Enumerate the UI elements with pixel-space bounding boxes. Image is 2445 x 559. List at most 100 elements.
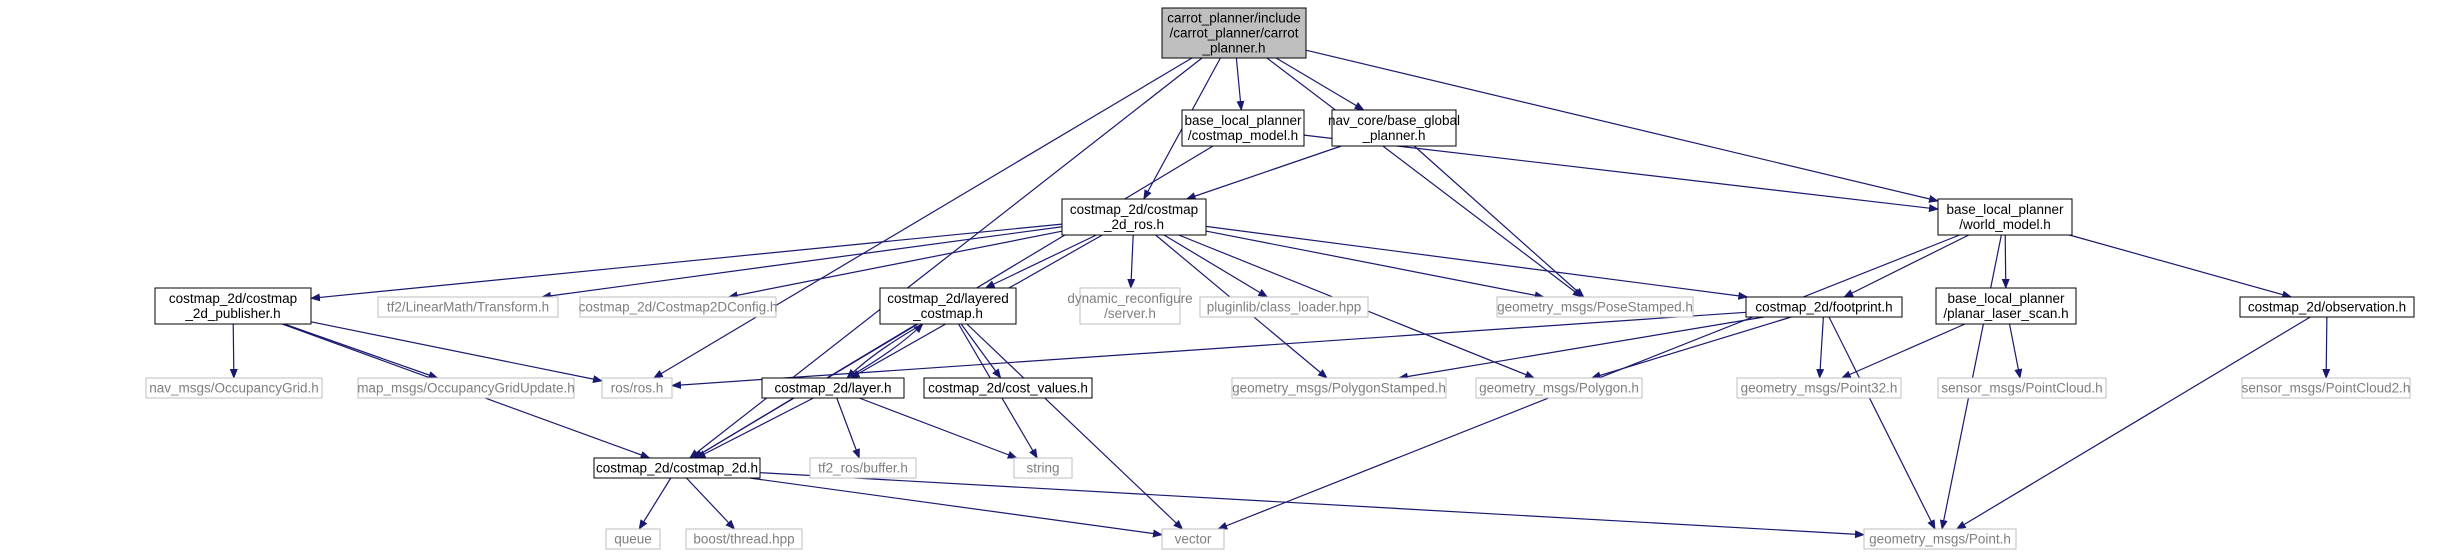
node-box [377, 296, 559, 318]
node-label: sensor_msgs/PointCloud2.h [2242, 381, 2411, 396]
node-planar-laser-scan[interactable]: base_local_planner/planar_laser_scan.h [1935, 287, 2077, 325]
node-label: carrot_planner/include [1167, 11, 1301, 26]
node-label: boost/thread.hpp [693, 532, 794, 547]
node-label: costmap_2d/footprint.h [1755, 300, 1892, 315]
edge-costmap_2d_publisher-to-occupancy_grid [229, 323, 238, 379]
node-queue: queue [605, 528, 661, 550]
node-tf2-buffer: tf2_ros/buffer.h [809, 457, 917, 479]
node-label: nav_core/base_global [1328, 113, 1460, 128]
edge-root-to-ros_h [652, 57, 1193, 379]
node-point: geometry_msgs/Point.h [1863, 528, 2017, 550]
node-label: base_local_planner [1184, 113, 1302, 128]
node-label: costmap_2d/Costmap2DConfig.h [579, 300, 778, 315]
node-box [1736, 377, 1902, 399]
edge-root-to-costmap_2d [689, 57, 1203, 459]
node-box [593, 457, 761, 479]
edge-blp_world_model-to-planar_laser_scan [2001, 234, 2010, 289]
node-label: ros/ros.h [611, 381, 664, 396]
edge-costmap_2d_publisher-to-occupancy_grid_update [283, 323, 439, 379]
node-layer[interactable]: costmap_2d/layer.h [761, 377, 905, 399]
node-box [1331, 109, 1457, 147]
node-string: string [1013, 457, 1073, 479]
node-root[interactable]: carrot_planner/include/carrot_planner/ca… [1161, 7, 1307, 59]
node-label: geometry_msgs/Polygon.h [1479, 381, 1639, 396]
node-costmap-2d-publisher[interactable]: costmap_2d/costmap_2d_publisher.h [154, 287, 312, 325]
node-observation[interactable]: costmap_2d/observation.h [2239, 296, 2415, 318]
edge-nav_core_bgp-to-pose_stamped [1413, 145, 1585, 298]
node-label: _planner.h [1201, 41, 1265, 56]
edge-nav_core_bgp-to-costmap_2d_ros [1185, 145, 1342, 200]
node-box [1496, 296, 1694, 318]
node-label: /costmap_model.h [1188, 128, 1298, 143]
node-label: costmap_2d/costmap_2d.h [596, 461, 758, 476]
edge-costmap_2d-to-point [759, 472, 1865, 539]
node-label: costmap_2d/layered [887, 291, 1009, 306]
node-box [154, 287, 312, 325]
node-point-cloud: sensor_msgs/PointCloud.h [1937, 377, 2107, 399]
node-label: geometry_msgs/Point.h [1869, 532, 2011, 547]
node-label: sensor_msgs/PointCloud.h [1941, 381, 2102, 396]
node-label: costmap_2d/layer.h [774, 381, 891, 396]
edge-blp_world_model-to-observation [2069, 234, 2293, 299]
node-box [579, 296, 777, 318]
edge-costmap_2d-to-queue [638, 477, 672, 530]
node-occupancy-grid-update: map_msgs/OccupancyGridUpdate.h [357, 377, 575, 399]
edge-layered_costmap-to-layer [846, 323, 924, 379]
edge-layer-to-costmap_2d [695, 397, 814, 459]
node-nav-core-bgp[interactable]: nav_core/base_global_planner.h [1328, 109, 1460, 147]
node-tf2-transform: tf2/LinearMath/Transform.h [377, 296, 559, 318]
edge-layered_costmap-to-vector [966, 323, 1184, 530]
node-vector: vector [1161, 528, 1225, 550]
node-box [1231, 377, 1447, 399]
node-label: string [1026, 461, 1059, 476]
node-box [1937, 198, 2073, 236]
node-label: _planner.h [1361, 128, 1425, 143]
node-label: /planar_laser_scan.h [1943, 306, 2068, 321]
node-label: _costmap.h [912, 306, 983, 321]
node-polygon: geometry_msgs/Polygon.h [1475, 377, 1643, 399]
edge-costmap_2d-to-boost_thread [686, 477, 736, 530]
node-box [1181, 109, 1305, 147]
node-label: geometry_msgs/PolygonStamped.h [1232, 381, 1446, 396]
node-label: tf2/LinearMath/Transform.h [387, 300, 549, 315]
node-cost-values[interactable]: costmap_2d/cost_values.h [923, 377, 1093, 399]
node-dyn-reconf: dynamic_reconfigure/server.h [1067, 287, 1193, 325]
node-box [1013, 457, 1073, 479]
edge-footprint-to-point32 [1816, 316, 1825, 379]
edge-costmap_2d_ros-to-costmap_2d_publisher [310, 223, 1063, 302]
node-label: vector [1175, 532, 1212, 547]
edge-footprint-to-polygon [1590, 316, 1792, 380]
node-label: tf2_ros/buffer.h [818, 461, 908, 476]
node-box [879, 287, 1017, 325]
node-box [1935, 287, 2077, 325]
edge-costmap_2d_publisher-to-ros_h [310, 321, 603, 384]
node-box [1161, 528, 1225, 550]
node-label: costmap_2d/cost_values.h [928, 381, 1088, 396]
node-box [605, 528, 661, 550]
node-layered-costmap[interactable]: costmap_2d/layered_costmap.h [879, 287, 1017, 325]
node-box [1475, 377, 1643, 399]
node-label: /carrot_planner/carrot [1169, 26, 1298, 41]
edge-costmap_2d_ros-to-tf2_transform [541, 226, 1063, 300]
node-box [923, 377, 1093, 399]
node-label: costmap_2d/costmap [1070, 202, 1198, 217]
node-costmap-2d-ros[interactable]: costmap_2d/costmap_2d_ros.h [1061, 198, 1207, 236]
node-blp-world-model[interactable]: base_local_planner/world_model.h [1937, 198, 2073, 236]
edge-costmap_2d-to-vector [749, 477, 1163, 538]
node-costmap-2d[interactable]: costmap_2d/costmap_2d.h [593, 457, 761, 479]
node-label: nav_msgs/OccupancyGrid.h [149, 381, 319, 396]
node-pose-stamped: geometry_msgs/PoseStamped.h [1496, 296, 1694, 318]
node-occupancy-grid: nav_msgs/OccupancyGrid.h [145, 377, 323, 399]
edge-observation-to-point [1955, 316, 2311, 530]
node-label: geometry_msgs/PoseStamped.h [1497, 300, 1693, 315]
node-label: costmap_2d/costmap [169, 291, 297, 306]
node-blp-costmap-model[interactable]: base_local_planner/costmap_model.h [1181, 109, 1305, 147]
edge-layer-to-layered_costmap [846, 323, 924, 379]
node-label: map_msgs/OccupancyGridUpdate.h [357, 381, 575, 396]
node-box [1199, 296, 1369, 318]
edge-footprint-to-point [1828, 316, 1936, 530]
node-footprint[interactable]: costmap_2d/footprint.h [1745, 296, 1903, 318]
node-point-cloud2: sensor_msgs/PointCloud2.h [2241, 377, 2411, 399]
node-label: base_local_planner [1946, 202, 2064, 217]
node-box [1061, 198, 1207, 236]
